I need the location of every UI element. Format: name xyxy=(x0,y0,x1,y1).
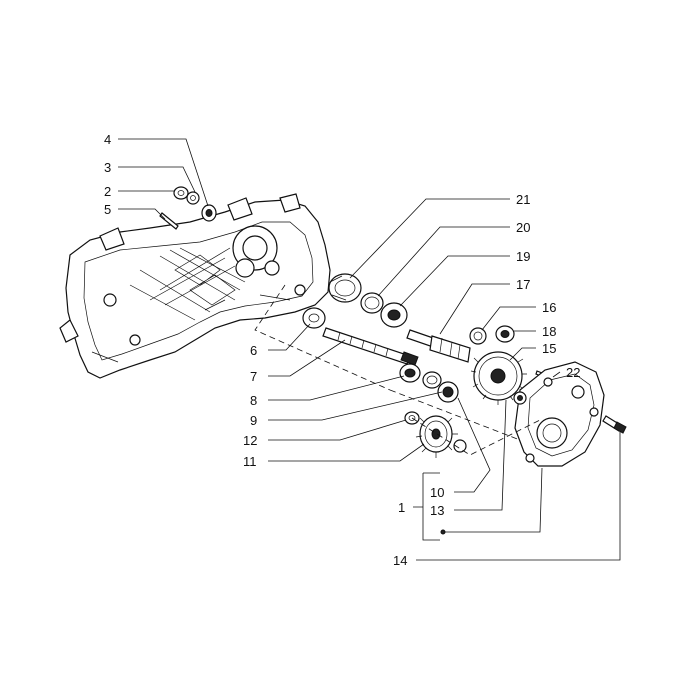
reference-dot xyxy=(440,529,446,535)
label-13: 13 xyxy=(430,503,444,518)
label-11: 11 xyxy=(243,454,257,469)
label-22: 22 xyxy=(566,365,580,380)
part-2-nut xyxy=(173,186,189,200)
label-2: 2 xyxy=(104,184,111,199)
label-15: 15 xyxy=(542,341,556,356)
alignment-lines xyxy=(254,284,541,456)
part-8-bearing xyxy=(399,363,421,383)
label-19: 19 xyxy=(516,249,530,264)
label-1: 1 xyxy=(398,500,405,515)
bolt xyxy=(602,415,627,434)
part-16-ring xyxy=(469,327,487,345)
part-6-bearing xyxy=(302,307,326,329)
label-9: 9 xyxy=(250,413,257,428)
leader-lines xyxy=(118,138,621,561)
label-8: 8 xyxy=(250,393,257,408)
part-14-cover xyxy=(513,361,605,467)
part-9-bearing xyxy=(437,381,459,403)
part-15-gear xyxy=(470,351,527,405)
label-16: 16 xyxy=(542,300,556,315)
crankcase-housing xyxy=(59,193,331,379)
label-3: 3 xyxy=(104,160,111,175)
label-20: 20 xyxy=(516,220,530,235)
label-17: 17 xyxy=(516,277,530,292)
part-19-bearing xyxy=(380,302,408,328)
label-18: 18 xyxy=(542,324,556,339)
part-3-nut xyxy=(186,191,200,205)
label-6: 6 xyxy=(250,343,257,358)
ring xyxy=(422,371,442,389)
label-7: 7 xyxy=(250,369,257,384)
part-17-shaft xyxy=(406,329,471,363)
part-21-bearing xyxy=(328,273,362,303)
part-11-gear xyxy=(415,415,467,458)
label-10: 10 xyxy=(430,485,444,500)
part-7-shaft xyxy=(322,327,419,366)
label-5: 5 xyxy=(104,202,111,217)
label-21: 21 xyxy=(516,192,530,207)
label-14: 14 xyxy=(393,553,407,568)
part-labels: 4 3 2 5 21 20 19 17 16 18 15 22 6 7 8 9 … xyxy=(104,132,580,568)
label-12: 12 xyxy=(243,433,257,448)
label-4: 4 xyxy=(104,132,111,147)
part-4-bushing xyxy=(201,204,217,222)
part-18-bushing xyxy=(495,325,515,343)
part-20-circlip xyxy=(360,292,384,314)
